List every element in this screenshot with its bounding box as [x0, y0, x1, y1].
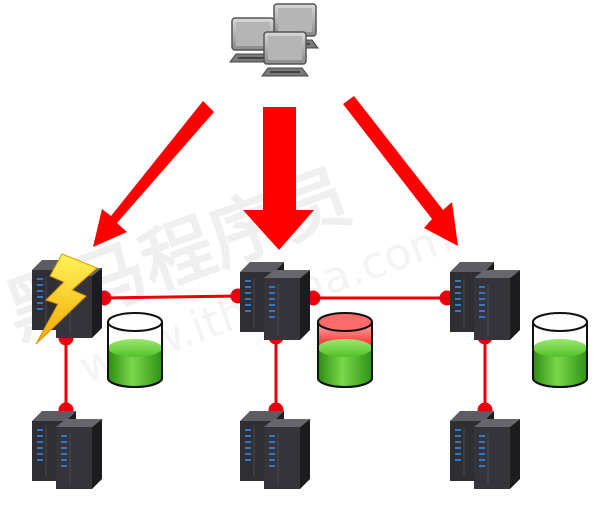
server-icon-center: [239, 261, 311, 341]
client-computers-icon: [229, 3, 319, 77]
server-icon-slave-center: [239, 410, 311, 490]
server-icon-slave-left: [31, 410, 103, 490]
server-icon-right: [449, 261, 521, 341]
database-icon-left: [107, 312, 163, 388]
database-icon-right: [532, 312, 588, 388]
arrow-to-left-node: [93, 101, 214, 247]
database-icon-center: [317, 312, 373, 388]
lightning-failure-icon: [35, 253, 98, 345]
link-left-center: [103, 294, 239, 300]
server-icon-slave-right: [449, 410, 521, 490]
arrow-to-center-node: [243, 107, 314, 250]
request-arrows: [93, 96, 458, 250]
arrow-to-right-node: [343, 96, 458, 246]
